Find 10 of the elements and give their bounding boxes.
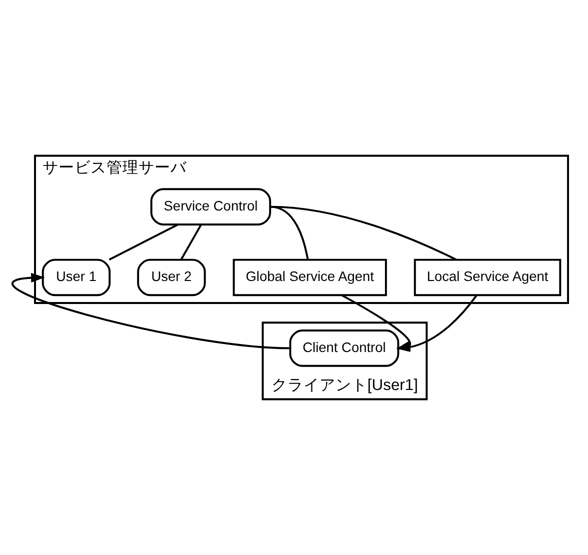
node-box: Client Control xyxy=(289,330,400,367)
node-box: User 2 xyxy=(137,258,206,296)
node-box: User 1 xyxy=(42,258,111,296)
connector xyxy=(180,224,202,260)
node-box: Global Service Agent xyxy=(232,258,387,296)
arrow xyxy=(12,272,290,350)
connector xyxy=(270,206,457,261)
connector xyxy=(108,224,178,261)
node-box: Local Service Agent xyxy=(414,258,562,296)
node-box: Service Control xyxy=(150,188,272,226)
